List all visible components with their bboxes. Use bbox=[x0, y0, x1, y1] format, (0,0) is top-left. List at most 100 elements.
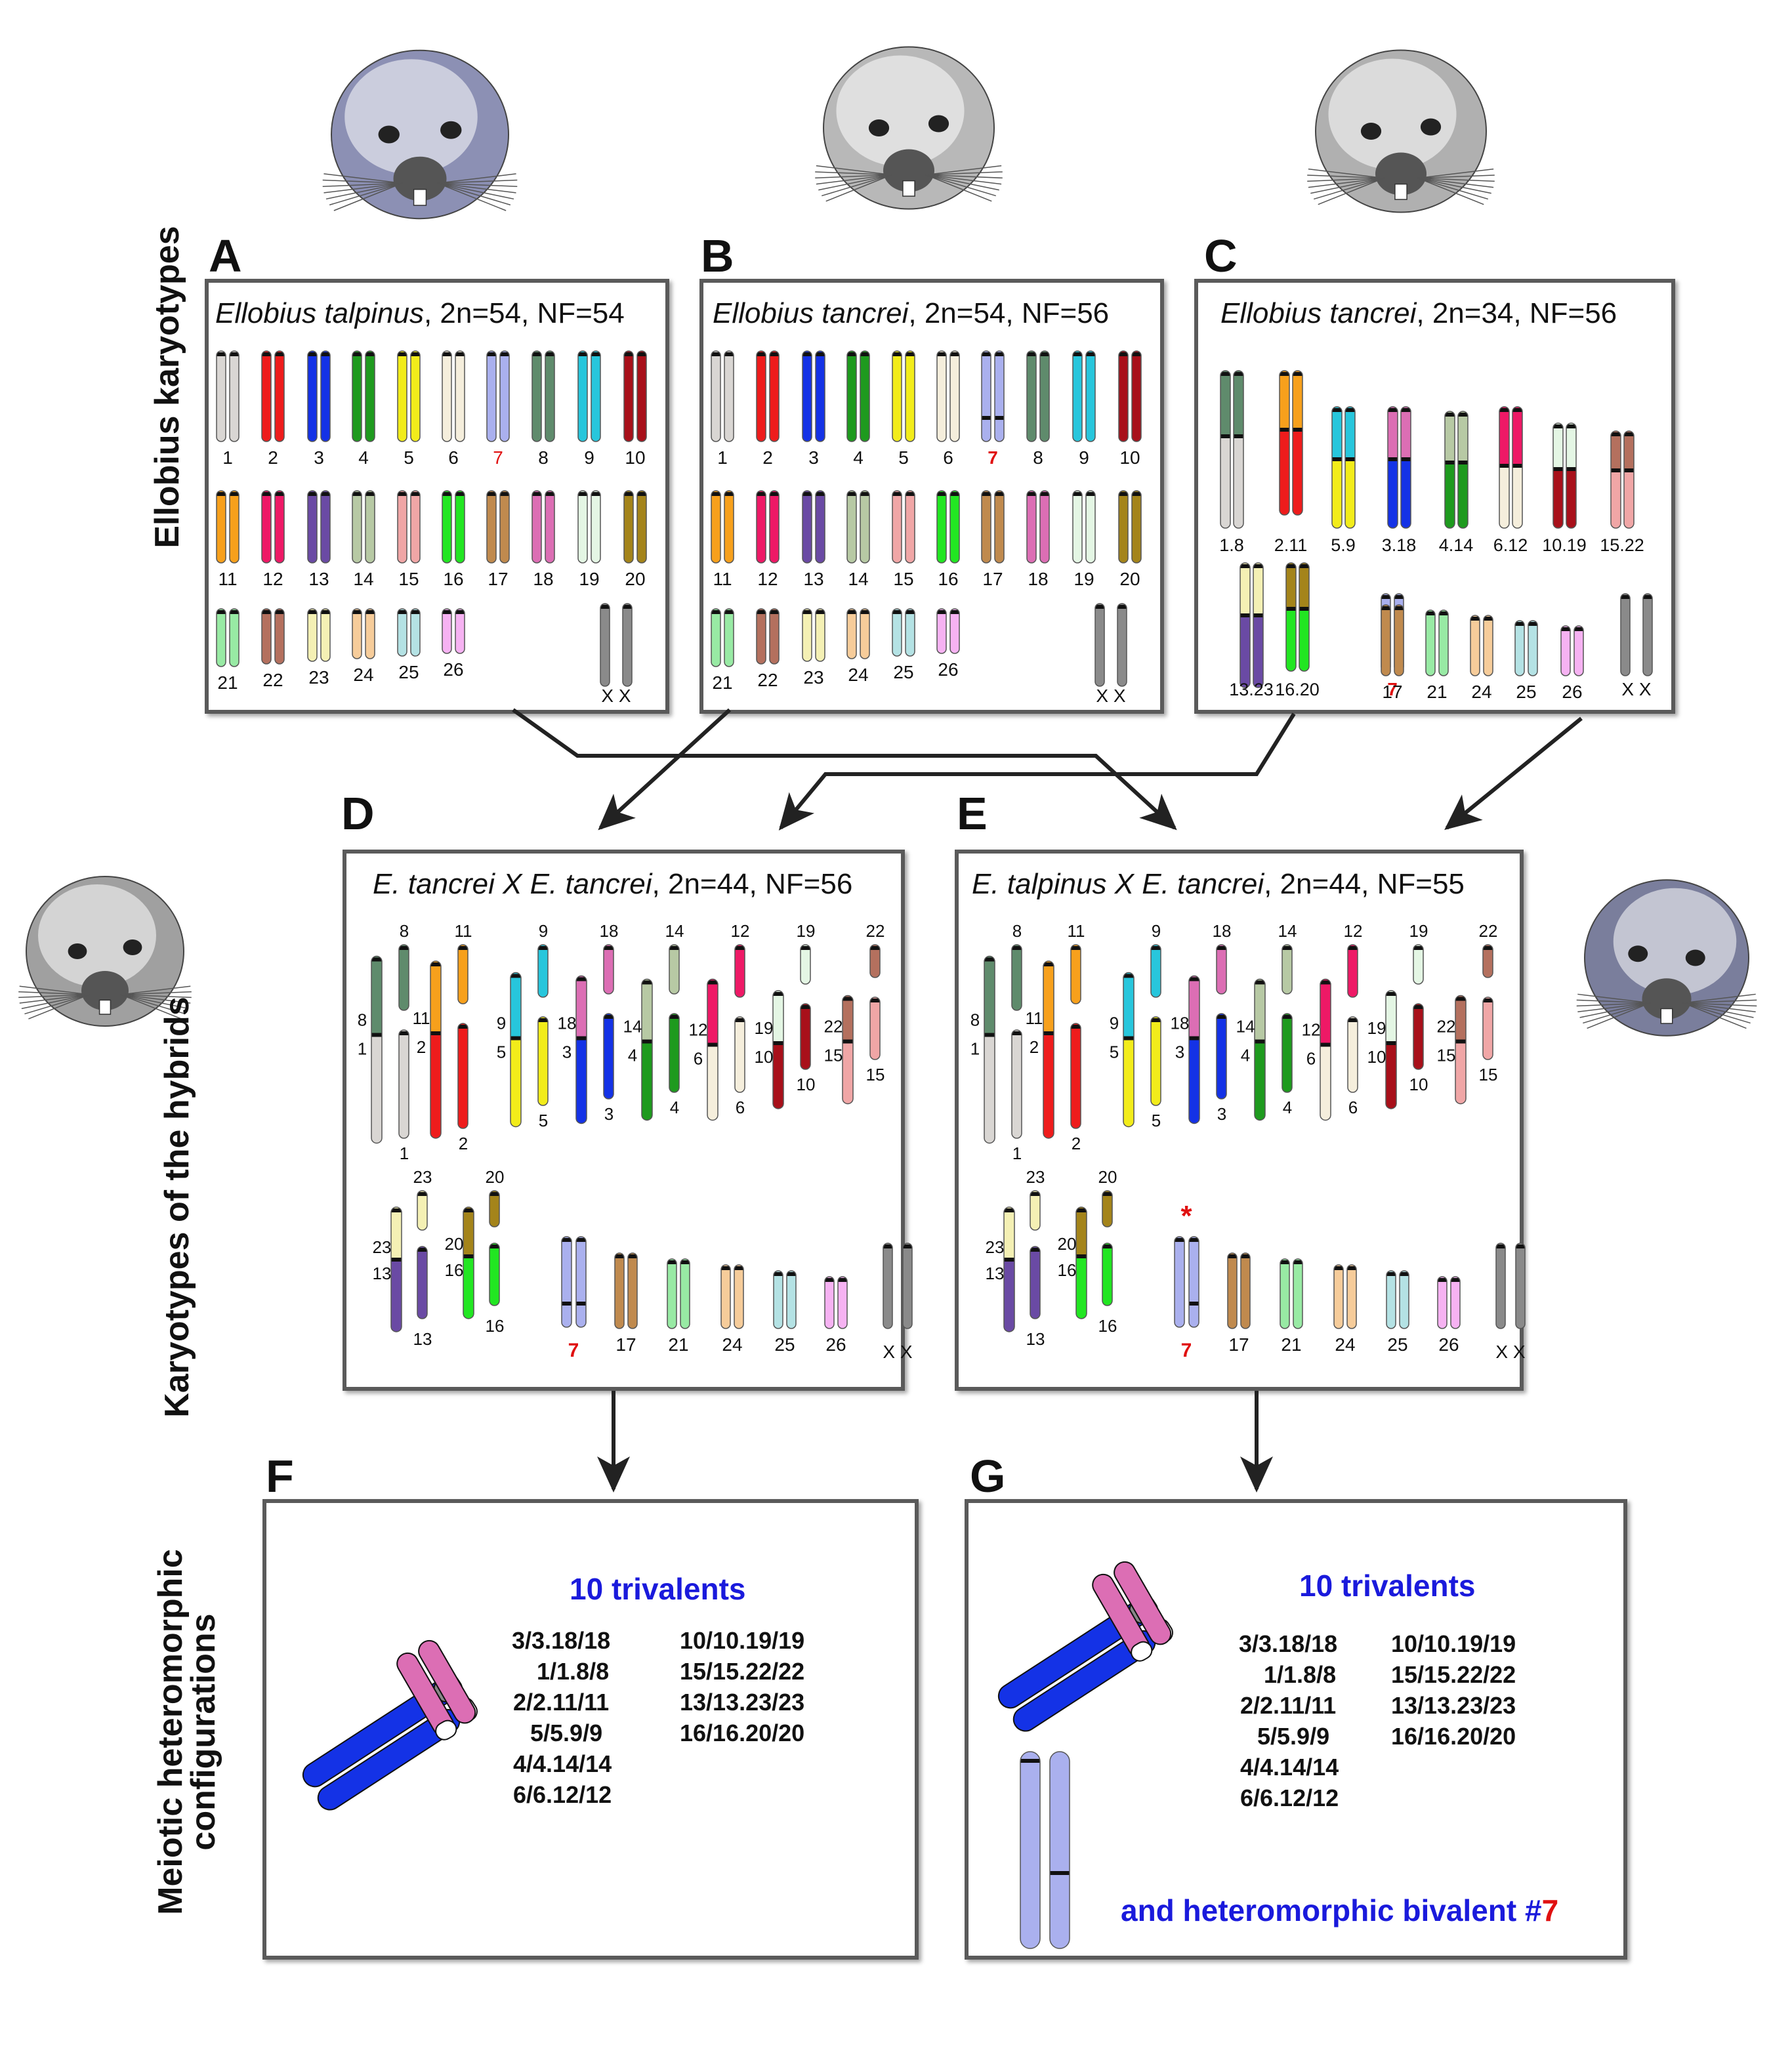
centromere-band bbox=[984, 1033, 995, 1037]
chromatid-body bbox=[442, 351, 451, 442]
fused-chromosome bbox=[463, 1206, 474, 1319]
centromere-band bbox=[1451, 1278, 1460, 1282]
chromatid-body bbox=[825, 1277, 834, 1329]
centromere-band bbox=[1280, 372, 1289, 376]
chromatid-segment bbox=[637, 491, 646, 563]
chromatid-segment bbox=[995, 491, 1004, 563]
chromosome-label: 20 bbox=[625, 569, 645, 589]
chromatid-outline bbox=[365, 490, 375, 564]
chromosome-label: 23 bbox=[986, 1237, 1005, 1257]
centromere-band bbox=[1189, 1238, 1199, 1242]
chromosome-label: 18 bbox=[1213, 921, 1232, 941]
chromatid-segment bbox=[604, 945, 614, 994]
chromatid-segment bbox=[770, 351, 779, 442]
chromatid-segment bbox=[1253, 615, 1263, 688]
chromosome-label: 2 bbox=[1030, 1037, 1039, 1057]
centromere-band bbox=[1234, 434, 1243, 438]
chromosome-16 bbox=[442, 490, 452, 564]
chromatid-body bbox=[538, 1017, 548, 1105]
chromatid-segment bbox=[950, 609, 959, 653]
chromatid-segment bbox=[1030, 1191, 1040, 1230]
chromatid-segment bbox=[458, 945, 468, 1004]
whisker bbox=[322, 179, 403, 184]
chromosome-20 bbox=[1118, 490, 1129, 564]
chromatid-body bbox=[532, 491, 541, 563]
chromatid-segment bbox=[1455, 1041, 1466, 1104]
chromatid-segment bbox=[883, 1243, 892, 1329]
chromatid-outline bbox=[1075, 1206, 1087, 1319]
chromatid-segment bbox=[511, 1038, 521, 1127]
chromatid-segment bbox=[1438, 1277, 1447, 1329]
chromatid-outline bbox=[1039, 350, 1050, 442]
incisors bbox=[413, 188, 427, 206]
chromatid-outline bbox=[1085, 350, 1096, 442]
chromosome-label: 19 bbox=[797, 921, 816, 941]
chromatid-segment bbox=[1293, 430, 1302, 515]
chromosome-4 bbox=[860, 350, 870, 442]
chromatid-segment bbox=[411, 351, 420, 442]
chromosome-label: 1 bbox=[1012, 1143, 1022, 1163]
chromatid-outline bbox=[1150, 1016, 1161, 1106]
chromatid-segment bbox=[490, 1191, 499, 1227]
centromere-band bbox=[734, 1266, 743, 1270]
chromatid-segment bbox=[1027, 351, 1036, 442]
chromatid-segment bbox=[275, 491, 284, 563]
chromatid-body bbox=[711, 491, 720, 563]
chromatid-body bbox=[1050, 1752, 1070, 1948]
centromere-band bbox=[1123, 974, 1134, 978]
chromosome-label: 1 bbox=[970, 1039, 980, 1059]
centromere-band bbox=[576, 1302, 586, 1306]
chromatid-body bbox=[398, 351, 407, 442]
chromosome-13 bbox=[1030, 1246, 1041, 1319]
chromosome-label: 6 bbox=[448, 447, 459, 468]
chromatid-segment bbox=[562, 1237, 572, 1327]
chromatid-body bbox=[950, 351, 959, 442]
chromatid-body bbox=[1217, 1014, 1226, 1099]
centromere-band bbox=[1484, 617, 1493, 621]
chromosome-label: 23 bbox=[308, 667, 329, 688]
chromosome-6 bbox=[936, 350, 947, 442]
chromatid-body bbox=[455, 351, 465, 442]
centromere-band bbox=[1394, 606, 1404, 610]
chromosome-14 bbox=[365, 490, 375, 564]
chromatid-segment bbox=[1386, 991, 1396, 1043]
chromosome-label: 22 bbox=[866, 921, 885, 941]
centromere-band bbox=[669, 946, 679, 950]
fused-chromosome bbox=[390, 1206, 402, 1332]
centromere-band bbox=[562, 1238, 572, 1242]
chromatid-outline bbox=[860, 350, 870, 442]
chromatid-segment bbox=[892, 609, 902, 656]
chromatid-segment bbox=[217, 351, 226, 442]
chromatid-body bbox=[1151, 1017, 1161, 1105]
chromatid-outline bbox=[846, 608, 857, 659]
chromatid-outline bbox=[274, 608, 285, 665]
chromosome-label: 19 bbox=[1409, 921, 1428, 941]
chromatid-segment bbox=[937, 351, 946, 442]
chromatid-outline bbox=[216, 350, 226, 442]
centromere-band bbox=[1189, 977, 1199, 981]
panel-f-trivalent: 16/16.20/20 bbox=[680, 1720, 805, 1746]
chromatid-segment bbox=[262, 351, 271, 442]
whisker bbox=[120, 994, 189, 1010]
chromosome-17 bbox=[1381, 604, 1391, 676]
chromatid-outline bbox=[1292, 370, 1303, 516]
centromere-band bbox=[982, 416, 991, 420]
chromatid-outline bbox=[371, 955, 383, 1144]
chromosome-24 bbox=[365, 608, 375, 659]
fused-chromosome bbox=[575, 975, 587, 1124]
chromatid-segment bbox=[308, 351, 317, 442]
chromatid-segment bbox=[1413, 1004, 1423, 1069]
panel-f-trivalents-title: 10 trivalents bbox=[570, 1572, 746, 1606]
chromatid-body bbox=[1381, 605, 1390, 676]
chromosome-16 bbox=[949, 490, 960, 564]
chromatid-body bbox=[1458, 411, 1468, 528]
centromere-band bbox=[442, 352, 451, 356]
whisker bbox=[925, 174, 999, 191]
chromatid-body bbox=[906, 351, 915, 442]
fused-chromosome-3.18 bbox=[1387, 406, 1398, 529]
chromosome-X bbox=[1495, 1243, 1506, 1329]
chromatid-body bbox=[802, 609, 812, 661]
panel-f-trivalent: 10/10.19/19 bbox=[680, 1627, 805, 1654]
chromatid-body bbox=[937, 351, 946, 442]
chromosome-label: 13 bbox=[413, 1329, 432, 1349]
